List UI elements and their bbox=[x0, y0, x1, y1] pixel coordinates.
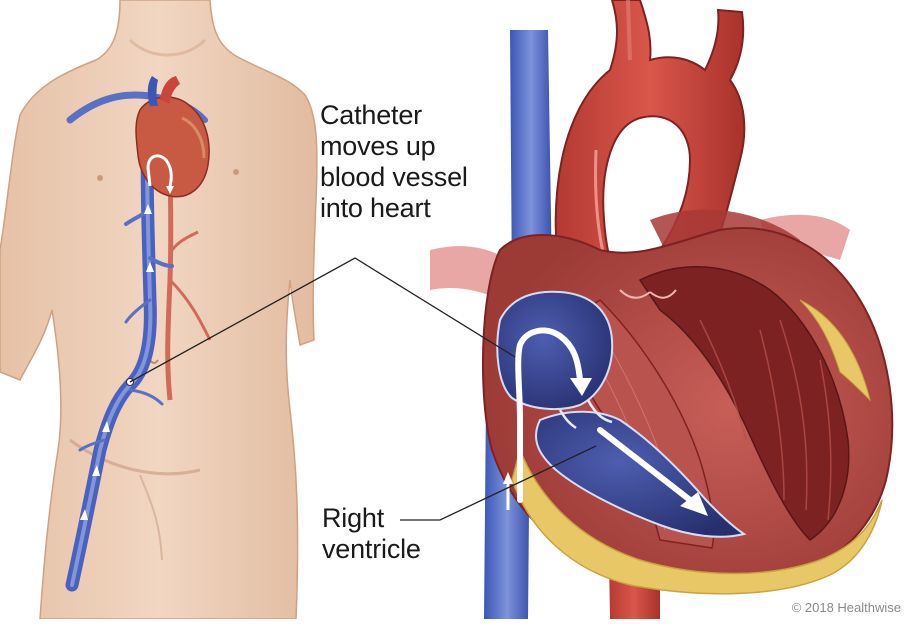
right-ventricle-label: Right ventricle bbox=[322, 503, 421, 565]
catheter-label: Catheter moves up blood vessel into hear… bbox=[320, 100, 468, 224]
heart-cross-section bbox=[430, 0, 892, 619]
copyright-notice: © 2018 Healthwise bbox=[792, 600, 901, 615]
right-atrium bbox=[497, 292, 612, 409]
body-figure bbox=[0, 0, 317, 619]
